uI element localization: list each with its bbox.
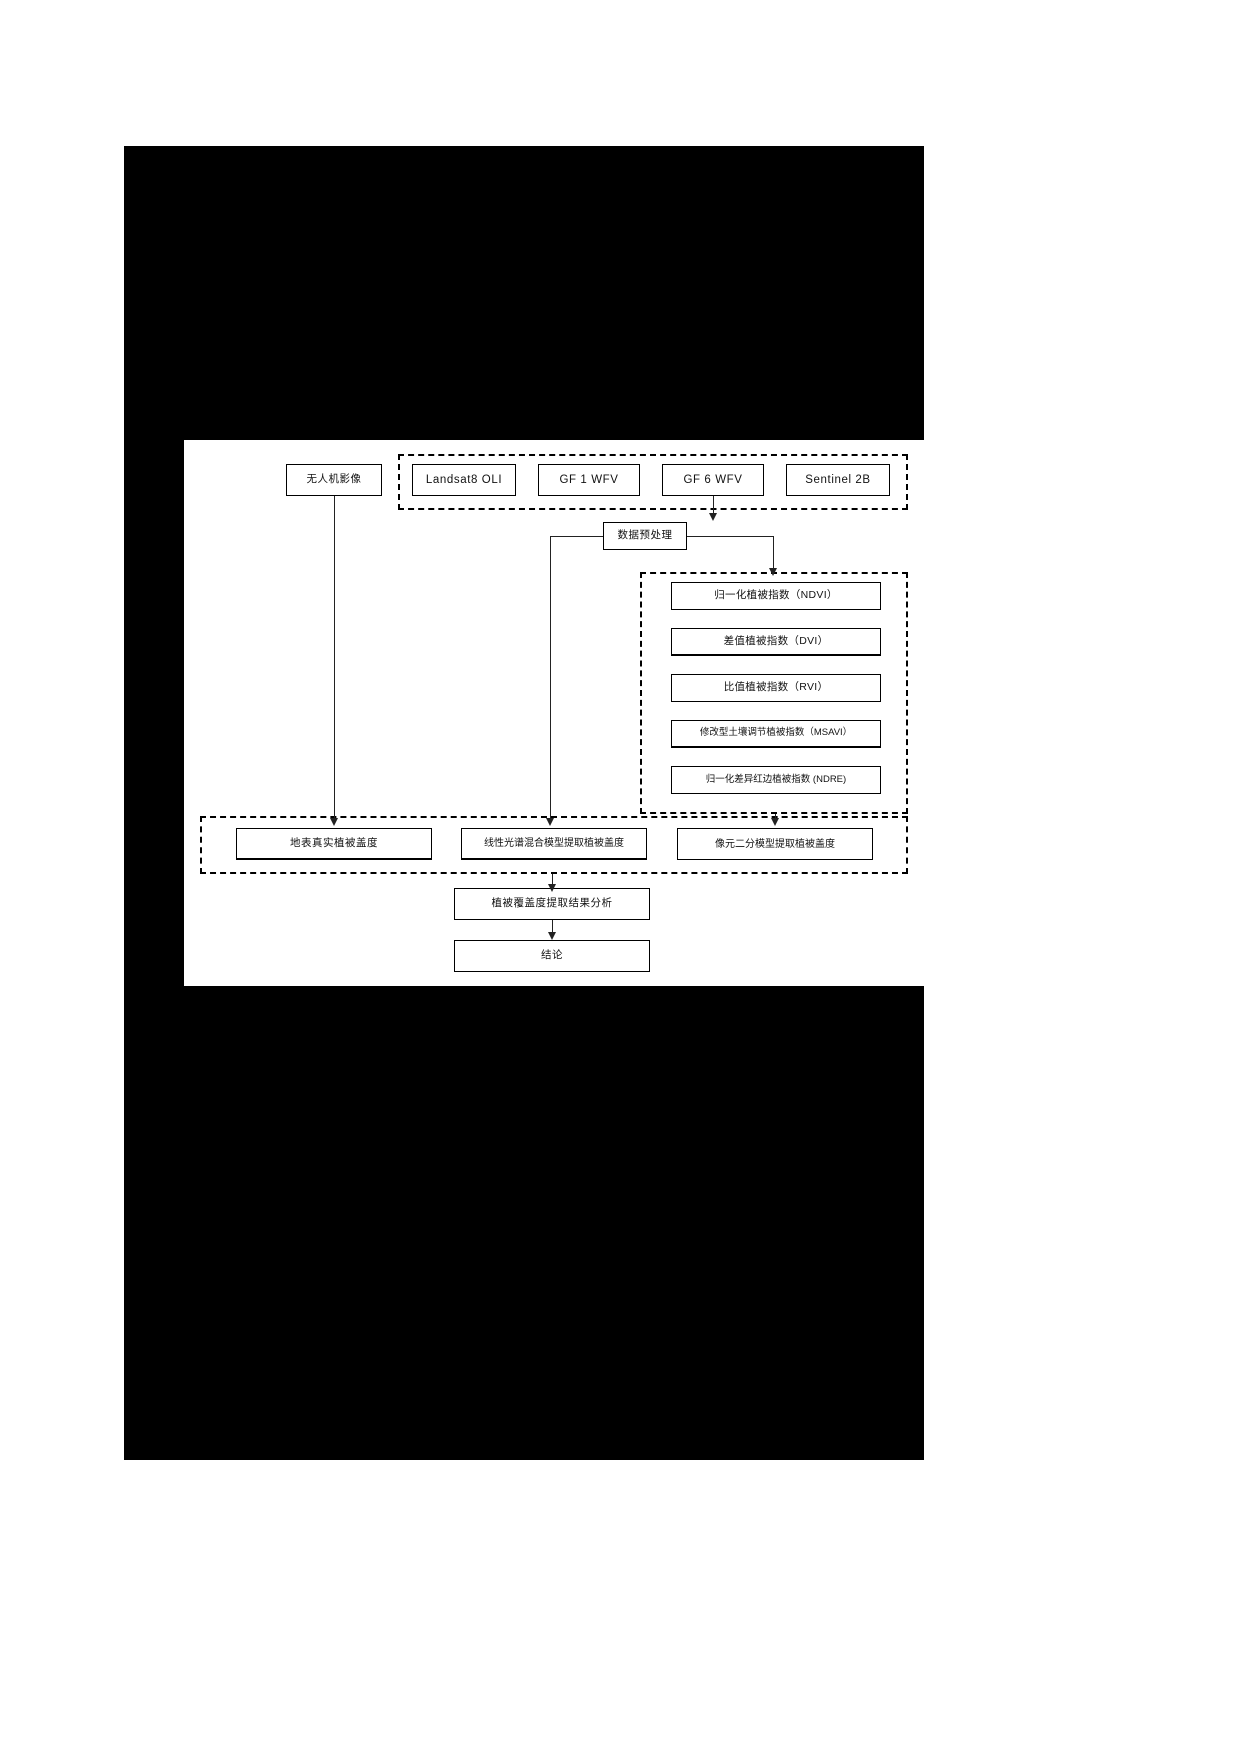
node-label: 数据预处理 [617, 529, 673, 542]
node-sentinel-2b[interactable]: Sentinel 2B [786, 464, 890, 496]
node-result-lsmm-coverage[interactable]: 线性光谱混合模型提取植被盖度 [461, 828, 647, 860]
node-conclusion[interactable]: 结论 [454, 940, 650, 972]
node-index-dvi[interactable]: 差值植被指数（DVI） [671, 628, 881, 656]
connector-preprocess-right [687, 536, 773, 537]
node-label: 结论 [541, 949, 563, 962]
arrow-analysis-to-conclusion [548, 932, 556, 940]
node-label: 线性光谱混合模型提取植被盖度 [484, 838, 624, 849]
node-landsat8-oli[interactable]: Landsat8 OLI [412, 464, 516, 496]
arrow-sources-to-preprocess [709, 513, 717, 521]
node-label: 修改型土壤调节植被指数（MSAVI） [699, 727, 853, 739]
connector-uav-to-groundtruth [334, 496, 335, 820]
connector-sources-to-preprocess [713, 496, 714, 514]
node-result-analysis[interactable]: 植被覆盖度提取结果分析 [454, 888, 650, 920]
connector-analysis-to-conclusion [552, 920, 553, 932]
connector-results-to-analysis [552, 874, 553, 886]
node-index-ndre[interactable]: 归一化差异红边植被指数 (NDRE) [671, 766, 881, 794]
satellite-sources-group [398, 454, 908, 510]
arrow-results-to-analysis [548, 884, 556, 892]
connector-preprocess-to-lsmm [550, 536, 551, 820]
node-label: 差值植被指数（DVI） [723, 634, 829, 647]
node-label: 归一化植被指数（NDVI） [714, 589, 838, 602]
node-data-preprocessing[interactable]: 数据预处理 [603, 522, 687, 550]
connector-preprocess-to-indices [773, 536, 774, 570]
node-uav-image[interactable]: 无人机影像 [286, 464, 382, 496]
node-gf6-wfv[interactable]: GF 6 WFV [662, 464, 764, 496]
node-index-rvi[interactable]: 比值植被指数（RVI） [671, 674, 881, 702]
node-result-ground-truth-coverage[interactable]: 地表真实植被盖度 [236, 828, 432, 860]
node-label: 像元二分模型提取植被盖度 [715, 838, 835, 850]
connector-preprocess-left [550, 536, 603, 537]
coverage-extraction-group [200, 816, 908, 874]
node-label: GF 1 WFV [559, 473, 619, 486]
node-result-dimidiate-pixel-coverage[interactable]: 像元二分模型提取植被盖度 [677, 828, 873, 860]
arrow-indices-to-dimidiate [771, 818, 779, 826]
scanned-page: 无人机影像 Landsat8 OLI GF 1 WFV GF 6 WFV Sen… [124, 146, 924, 1460]
node-label: GF 6 WFV [683, 473, 743, 486]
node-label: 地表真实植被盖度 [290, 836, 378, 849]
arrow-preprocess-to-lsmm [546, 818, 554, 826]
arrow-preprocess-to-indices [769, 568, 777, 576]
node-label: 归一化差异红边植被指数 (NDRE) [705, 773, 847, 785]
node-label: 比值植被指数（RVI） [723, 681, 829, 694]
node-label: Landsat8 OLI [425, 473, 503, 486]
node-label: 植被覆盖度提取结果分析 [491, 897, 613, 910]
node-index-ndvi[interactable]: 归一化植被指数（NDVI） [671, 582, 881, 610]
node-label: Sentinel 2B [805, 473, 871, 486]
flowchart-figure: 无人机影像 Landsat8 OLI GF 1 WFV GF 6 WFV Sen… [184, 440, 924, 986]
node-index-msavi[interactable]: 修改型土壤调节植被指数（MSAVI） [671, 720, 881, 748]
node-label: 无人机影像 [306, 473, 362, 486]
arrow-uav-to-groundtruth [330, 818, 338, 826]
node-gf1-wfv[interactable]: GF 1 WFV [538, 464, 640, 496]
